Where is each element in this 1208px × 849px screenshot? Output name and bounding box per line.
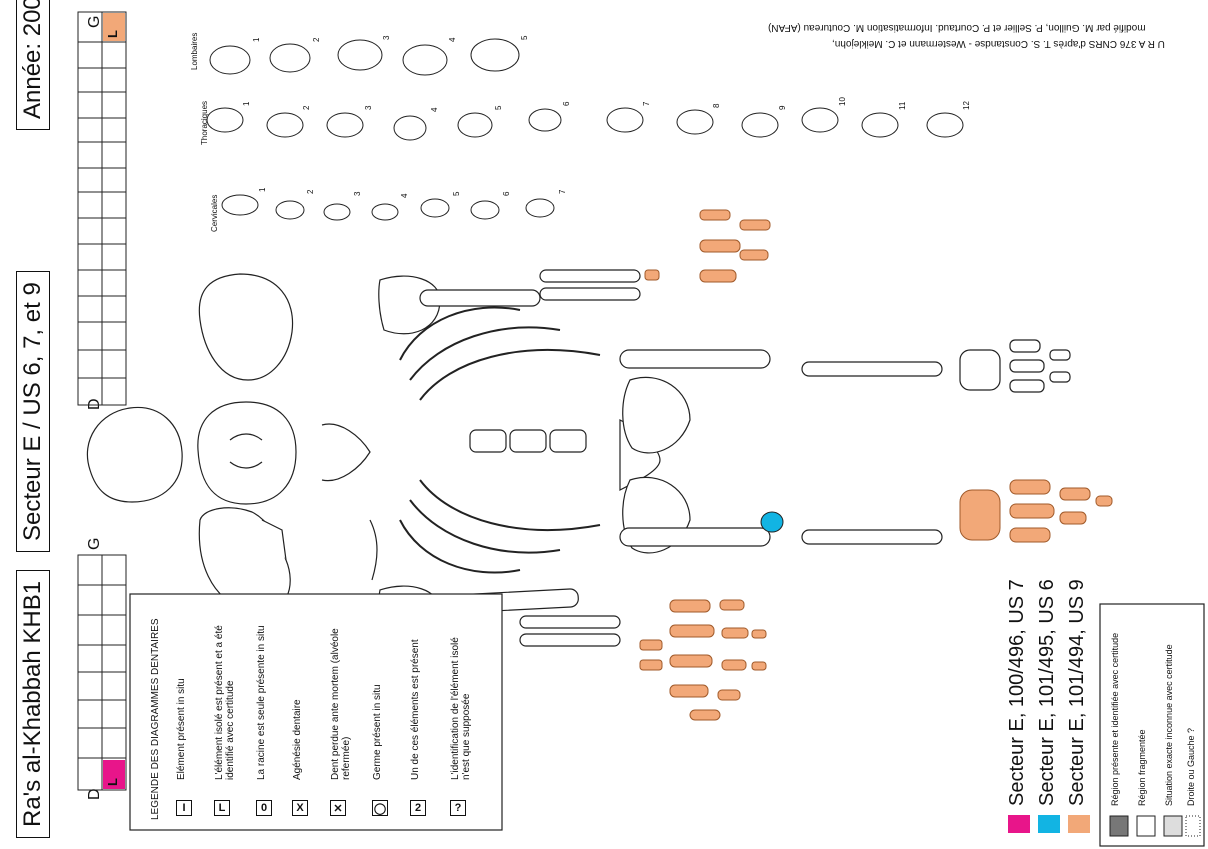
vertebra-number-thoracic-4: 4 — [430, 108, 439, 112]
skull-lateral-right — [199, 274, 292, 380]
legend-text-4: Dent perdue ante mortem (alvéole refermé… — [330, 620, 352, 780]
sector-swatch-magenta — [1008, 815, 1030, 833]
sector-swatch-cyan — [1038, 815, 1060, 833]
legend-text-5: Germe présent in situ — [372, 684, 383, 780]
legend-text-0: Elément présent in situ — [176, 678, 187, 780]
foot-right — [960, 340, 1070, 392]
region-swatch-hatch — [1164, 816, 1182, 836]
label-lombaires: Lombaires — [190, 33, 199, 70]
vertebrae — [207, 39, 963, 220]
hand-left-orange — [640, 600, 766, 720]
vertebra-number-lumbar-3: 3 — [382, 36, 391, 40]
dental-mark-right: L — [105, 30, 120, 38]
vertebra-number-thoracic-12: 12 — [962, 101, 971, 110]
foot-left-orange — [960, 480, 1112, 542]
legend-text-3: Agénésie dentaire — [292, 699, 303, 780]
vertebra-number-thoracic-3: 3 — [364, 106, 373, 110]
tibia-right — [802, 362, 942, 376]
vertebra-number-lumbar-4: 4 — [448, 38, 457, 42]
femur-right — [620, 350, 770, 368]
vertebra-number-cervical-3: 3 — [353, 192, 362, 196]
legend-symbol-3: X — [292, 800, 308, 816]
vertebra-number-thoracic-7: 7 — [642, 102, 651, 106]
vertebra-number-thoracic-1: 1 — [242, 102, 251, 106]
vertebra-number-cervical-7: 7 — [558, 190, 567, 194]
femur-left — [620, 528, 770, 546]
vertebra-number-thoracic-8: 8 — [712, 104, 721, 108]
hand-right-orange — [645, 210, 770, 282]
sector-swatch-orange — [1068, 815, 1090, 833]
skull-top-view — [87, 407, 182, 502]
mandible — [322, 424, 370, 481]
patella-cyan — [761, 512, 783, 532]
vertebra-number-thoracic-5: 5 — [494, 106, 503, 110]
humerus-right — [420, 290, 540, 306]
region-label-3: Droite ou Gauche ? — [1186, 728, 1196, 806]
radius-right — [540, 270, 640, 282]
sector-label-2: Secteur E, 101/494, US 9 — [1066, 579, 1089, 806]
vertebra-number-cervical-2: 2 — [306, 190, 315, 194]
vertebra-number-cervical-4: 4 — [400, 194, 409, 198]
vertebra-number-lumbar-2: 2 — [312, 38, 321, 42]
label-thoraciques: Thoraciques — [200, 101, 209, 145]
legend-symbol-6: 2 — [410, 800, 426, 816]
ulna-right — [540, 288, 640, 300]
legend-symbol-2: 0 — [256, 800, 272, 816]
radius-left — [520, 616, 620, 628]
vertebra-number-thoracic-11: 11 — [898, 102, 907, 110]
legend-symbol-4: ✕ — [330, 800, 346, 816]
region-swatch-dots — [1186, 816, 1200, 836]
legend-symbol-7: ? — [450, 800, 466, 816]
legend-symbol-0: I — [176, 800, 192, 816]
vertebra-number-cervical-5: 5 — [452, 192, 461, 196]
vertebra-number-lumbar-5: 5 — [520, 36, 529, 40]
legend-text-6: Un de ces éléments est présent — [410, 639, 421, 780]
vertebra-number-thoracic-2: 2 — [302, 106, 311, 110]
tibia-left — [802, 530, 942, 544]
legend-symbol-1: L — [214, 800, 230, 816]
legend-text-7: L'identification de l'élément isolé n'es… — [450, 620, 472, 780]
vertebra-number-cervical-6: 6 — [502, 192, 511, 196]
region-swatch-solid — [1110, 816, 1128, 836]
sector-label-1: Secteur E, 101/495, US 6 — [1036, 579, 1059, 806]
region-label-1: Région fragmentée — [1137, 729, 1147, 806]
legend-text-1: L'élément isolé est présent et a été ide… — [214, 620, 236, 780]
region-label-0: Région présente et identifiée avec certi… — [1110, 633, 1120, 806]
region-label-2: Situation exacte inconnue avec certitude — [1164, 644, 1174, 806]
legend-heading: LEGENDE DES DIAGRAMMES DENTAIRES — [150, 618, 161, 820]
region-swatch-grid — [1137, 816, 1155, 836]
vertebra-number-thoracic-6: 6 — [562, 102, 571, 106]
vertebra-number-thoracic-9: 9 — [778, 106, 787, 110]
vertebra-number-lumbar-1: 1 — [252, 38, 261, 42]
skull-frontal — [198, 402, 296, 504]
vertebra-number-thoracic-10: 10 — [838, 97, 847, 106]
ulna-left — [520, 634, 620, 646]
label-cervicales: Cervicales — [210, 195, 219, 232]
clavicle-left — [370, 520, 377, 580]
legend-text-2: La racine est seule présente in situ — [256, 625, 267, 780]
vertebra-number-cervical-1: 1 — [258, 188, 267, 192]
pelvis-right — [623, 377, 690, 453]
dental-mark-left: L — [105, 778, 120, 786]
legend-symbol-5: ◯ — [372, 800, 388, 816]
sector-label-0: Secteur E, 100/496, US 7 — [1006, 579, 1029, 806]
